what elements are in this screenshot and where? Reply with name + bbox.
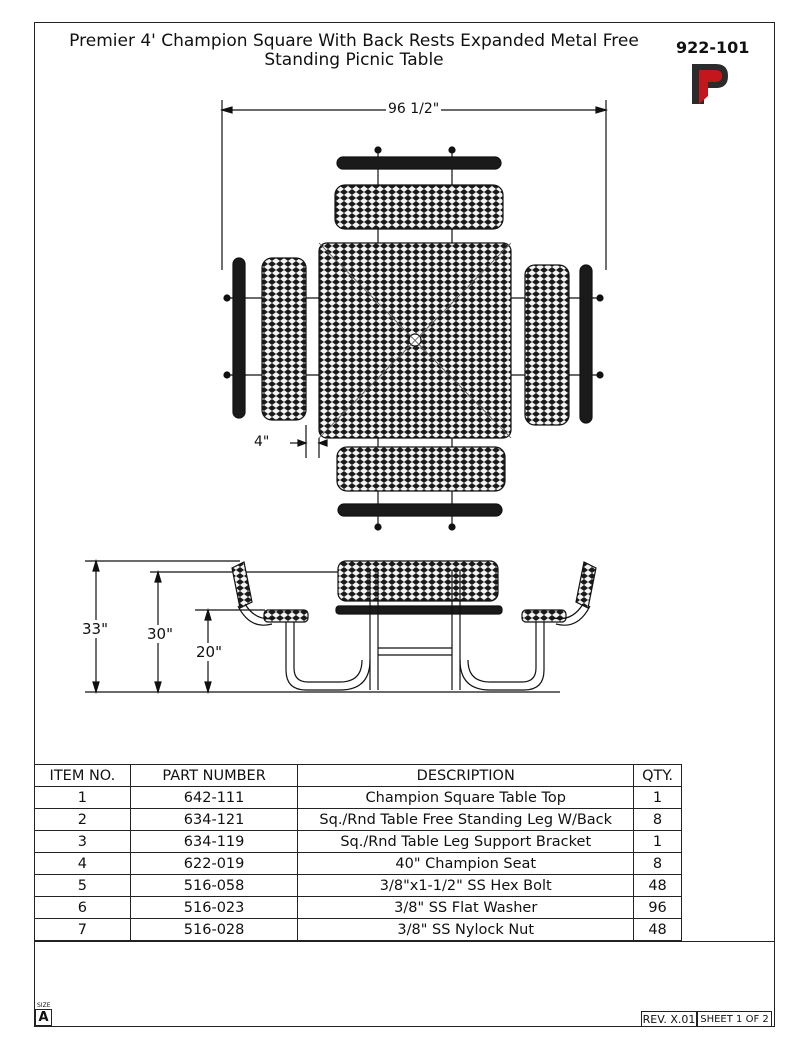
- side-view: [85, 558, 597, 695]
- description: 3/8"x1-1/2" SS Hex Bolt: [297, 874, 635, 897]
- title-line-2: Standing Picnic Table: [264, 50, 444, 70]
- description: 3/8" SS Flat Washer: [297, 896, 635, 919]
- qty: 1: [633, 786, 682, 809]
- size-value: A: [35, 1009, 52, 1026]
- header-qty: QTY.: [633, 764, 682, 787]
- qty: 8: [633, 808, 682, 831]
- drawing-frame: [34, 22, 775, 1027]
- item-no: 6: [34, 896, 131, 919]
- item-no: 3: [34, 830, 131, 853]
- premier-logo-icon: [692, 64, 728, 104]
- part-number: 622-019: [129, 852, 299, 875]
- table-row: 2 634-121 Sq./Rnd Table Free Standing Le…: [34, 808, 682, 831]
- part-number: 516-028: [129, 918, 299, 941]
- qty: 48: [633, 874, 682, 897]
- part-number: 634-119: [129, 830, 299, 853]
- header-description: DESCRIPTION: [297, 764, 635, 787]
- size-label: SIZE: [37, 1002, 51, 1009]
- description: Champion Square Table Top: [297, 786, 635, 809]
- qty: 48: [633, 918, 682, 941]
- table-row: 6 516-023 3/8" SS Flat Washer 96: [34, 896, 682, 919]
- dim-seat-height: 20": [194, 643, 224, 661]
- part-number: 516-058: [129, 874, 299, 897]
- dim-overhang: 4": [252, 434, 272, 450]
- title-block-divider: [34, 941, 775, 942]
- table-row: 4 622-019 40" Champion Seat 8: [34, 852, 682, 875]
- part-number: 634-121: [129, 808, 299, 831]
- top-view: [219, 100, 609, 531]
- item-no: 5: [34, 874, 131, 897]
- item-no: 1: [34, 786, 131, 809]
- header-item-no: ITEM NO.: [34, 764, 131, 787]
- sheet-label: SHEET 1 OF 2: [697, 1011, 772, 1027]
- qty: 8: [633, 852, 682, 875]
- qty: 96: [633, 896, 682, 919]
- item-no: 2: [34, 808, 131, 831]
- part-number: 516-023: [129, 896, 299, 919]
- description: Sq./Rnd Table Leg Support Bracket: [297, 830, 635, 853]
- title-line-1: Premier 4' Champion Square With Back Res…: [69, 31, 639, 51]
- description: Sq./Rnd Table Free Standing Leg W/Back: [297, 808, 635, 831]
- document-number: 922-101: [676, 38, 750, 57]
- table-row: 3 634-119 Sq./Rnd Table Leg Support Brac…: [34, 830, 682, 853]
- table-row: 5 516-058 3/8"x1-1/2" SS Hex Bolt 48: [34, 874, 682, 897]
- description: 3/8" SS Nylock Nut: [297, 918, 635, 941]
- dim-back-height: 33": [80, 620, 110, 638]
- bill-of-materials: ITEM NO. PART NUMBER DESCRIPTION QTY. 1 …: [34, 764, 682, 941]
- table-row: 1 642-111 Champion Square Table Top 1: [34, 786, 682, 809]
- header-part-number: PART NUMBER: [129, 764, 299, 787]
- bom-header-row: ITEM NO. PART NUMBER DESCRIPTION QTY.: [34, 764, 682, 787]
- table-row: 7 516-028 3/8" SS Nylock Nut 48: [34, 918, 682, 941]
- dim-table-height: 30": [145, 625, 175, 643]
- revision-label: REV. X.01: [641, 1011, 697, 1027]
- item-no: 7: [34, 918, 131, 941]
- qty: 1: [633, 830, 682, 853]
- description: 40" Champion Seat: [297, 852, 635, 875]
- drawing-title: Premier 4' Champion Square With Back Res…: [44, 32, 664, 70]
- part-number: 642-111: [129, 786, 299, 809]
- dim-overall-width: 96 1/2": [386, 101, 442, 117]
- item-no: 4: [34, 852, 131, 875]
